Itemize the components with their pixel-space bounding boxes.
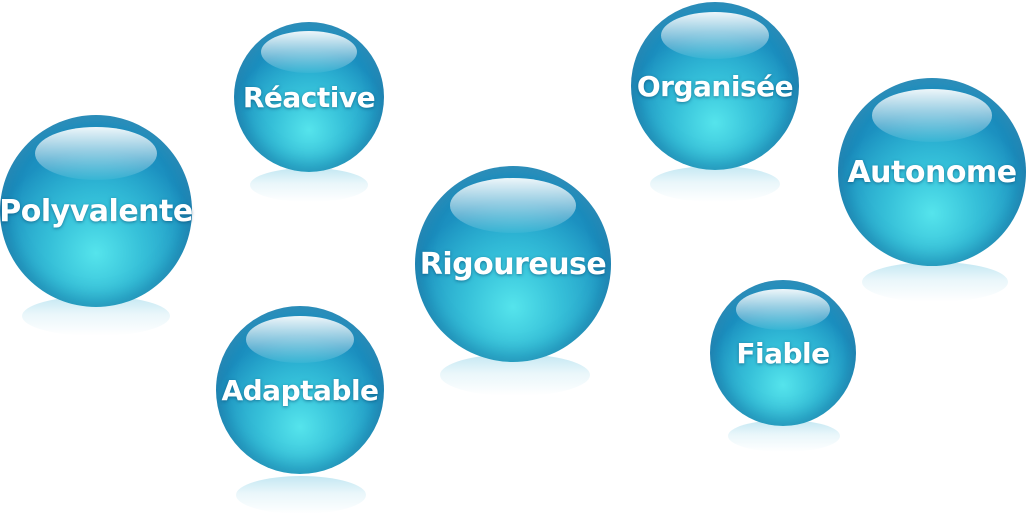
bubble-rigoureuse: Rigoureuse bbox=[415, 166, 611, 362]
bubble-reactive: Réactive bbox=[234, 22, 384, 172]
bubble-label-adaptable: Adaptable bbox=[221, 373, 379, 407]
bubble-reflection bbox=[236, 476, 366, 514]
bubble-label-reactive: Réactive bbox=[242, 80, 376, 114]
bubble-reflection bbox=[862, 262, 1008, 302]
bubble-label-rigoureuse: Rigoureuse bbox=[419, 246, 607, 282]
bubble-label-polyvalente: Polyvalente bbox=[0, 193, 193, 229]
bubble-organisee: Organisée bbox=[631, 2, 799, 170]
bubble-label-fiable: Fiable bbox=[736, 336, 830, 370]
bubble-adaptable: Adaptable bbox=[216, 306, 384, 474]
bubble-fiable: Fiable bbox=[710, 280, 856, 426]
bubble-reflection bbox=[250, 168, 368, 202]
bubble-polyvalente: Polyvalente bbox=[0, 115, 193, 307]
bubble-label-organisee: Organisée bbox=[636, 69, 794, 103]
bubble-label-autonome: Autonome bbox=[847, 154, 1017, 190]
bubble-reflection bbox=[650, 166, 780, 202]
bubble-autonome: Autonome bbox=[838, 78, 1026, 266]
